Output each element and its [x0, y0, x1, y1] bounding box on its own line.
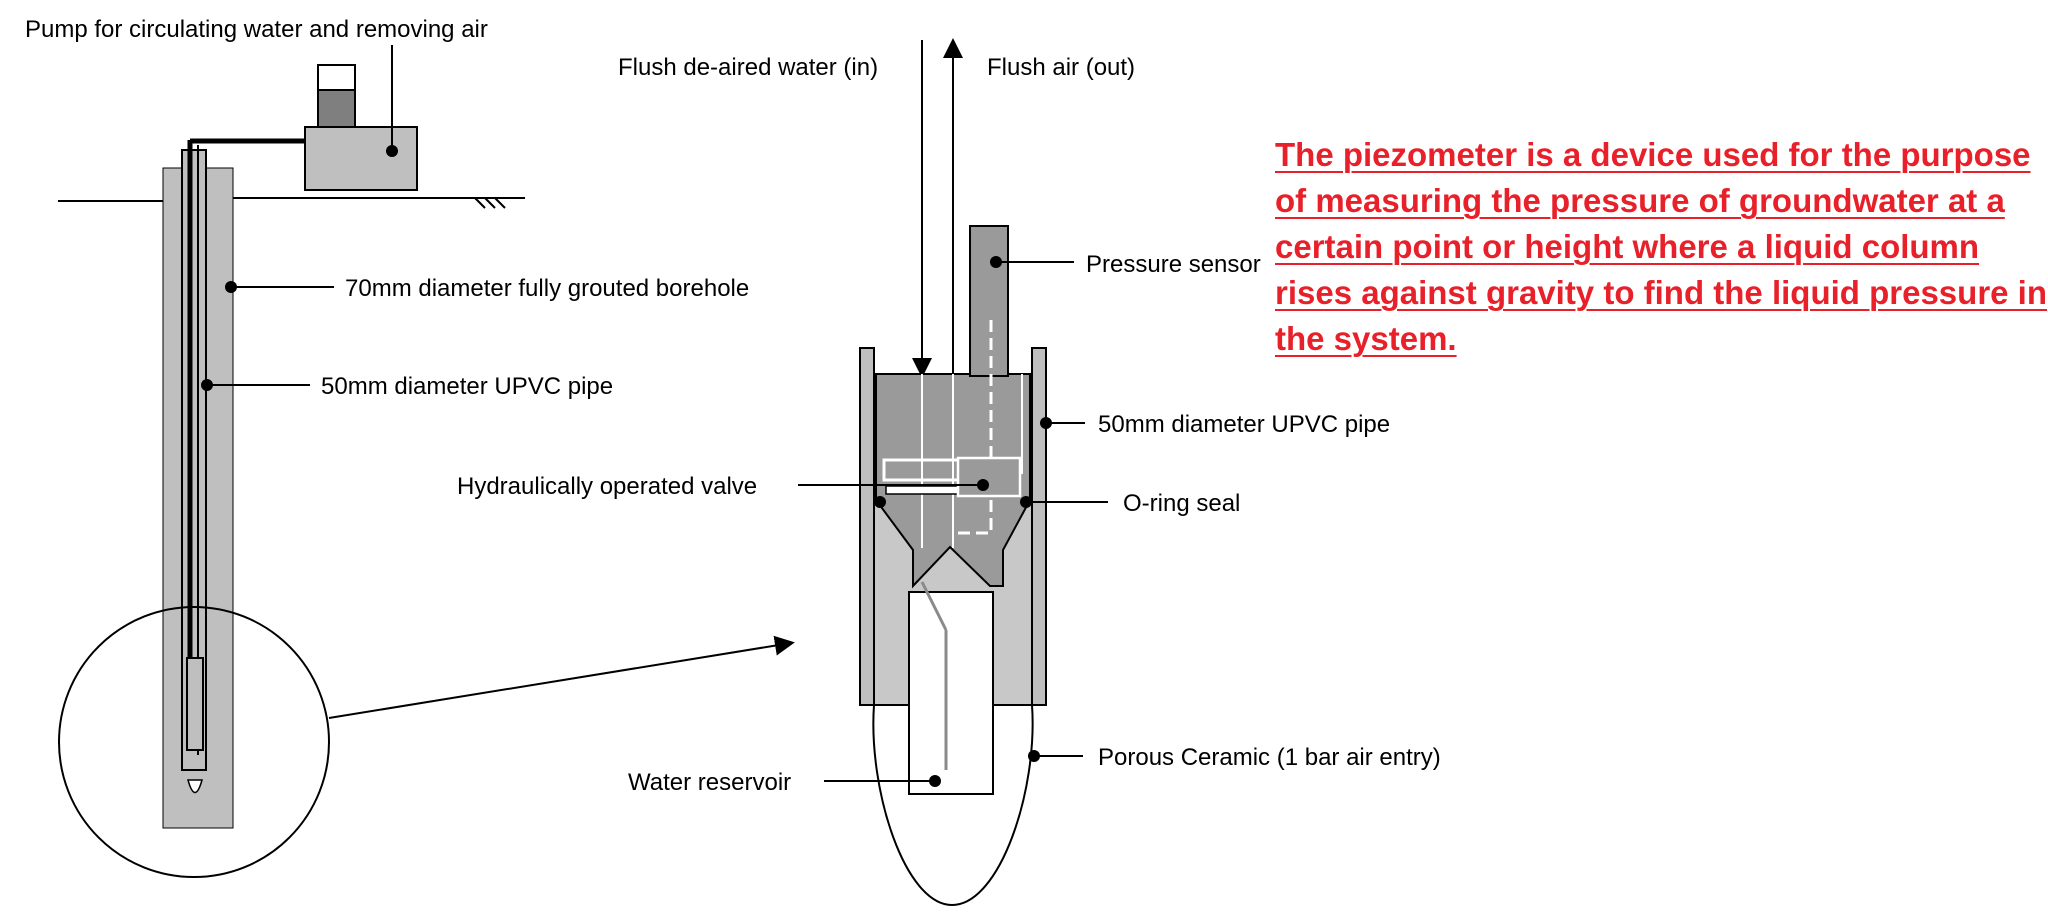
reservoir-label: Water reservoir	[628, 769, 791, 796]
caption-line: of measuring the pressure of groundwater…	[1275, 182, 2005, 219]
pump-body	[304, 126, 418, 191]
caption-line: rises against gravity to find the liquid…	[1275, 274, 2048, 311]
valve-label: Hydraulically operated valve	[457, 473, 757, 500]
pump-label: Pump for circulating water and removing …	[25, 16, 488, 43]
piezometer-detail: Flush de-aired water (in) Flush air (out…	[457, 38, 1441, 907]
piezometer-tip	[186, 657, 204, 751]
ground-hatch	[474, 197, 506, 209]
oring-right	[1020, 496, 1032, 508]
borehole-label: 70mm diameter fully grouted borehole	[345, 275, 749, 302]
borehole-installation: Pump for circulating water and removing …	[25, 16, 795, 878]
oring-left	[874, 496, 886, 508]
porous-ceramic	[872, 704, 1034, 907]
flush-in-label: Flush de-aired water (in)	[618, 54, 878, 81]
pressure-sensor-label: Pressure sensor	[1086, 251, 1261, 278]
pressure-sensor	[969, 225, 1009, 377]
ceramic-label: Porous Ceramic (1 bar air entry)	[1098, 744, 1441, 771]
pump-reservoir-fill	[317, 89, 356, 128]
caption-line: certain point or height where a liquid c…	[1275, 228, 1980, 265]
piezometer-description: The piezometer is a device used for the …	[1275, 132, 2048, 362]
flush-out-label: Flush air (out)	[987, 54, 1135, 81]
oring-label: O-ring seal	[1123, 490, 1240, 517]
ceramic-tip	[187, 779, 203, 794]
upvc-pipe-wall-right	[1031, 347, 1047, 706]
pipe-right-label: 50mm diameter UPVC pipe	[1098, 411, 1390, 438]
valve-piston	[956, 456, 1022, 498]
caption-line: the system.	[1275, 320, 1457, 357]
pump-reservoir-top	[317, 64, 356, 91]
pipe-left-label: 50mm diameter UPVC pipe	[321, 373, 613, 400]
caption-line: The piezometer is a device used for the …	[1275, 136, 2031, 173]
reservoir-tube-diagonal	[920, 581, 948, 631]
water-reservoir	[908, 591, 994, 795]
magnifier-circle	[58, 606, 330, 878]
sensor-channel-dashed	[958, 320, 993, 535]
magnifier-arrow	[328, 635, 795, 719]
upvc-pipe-wall-left	[859, 347, 875, 706]
